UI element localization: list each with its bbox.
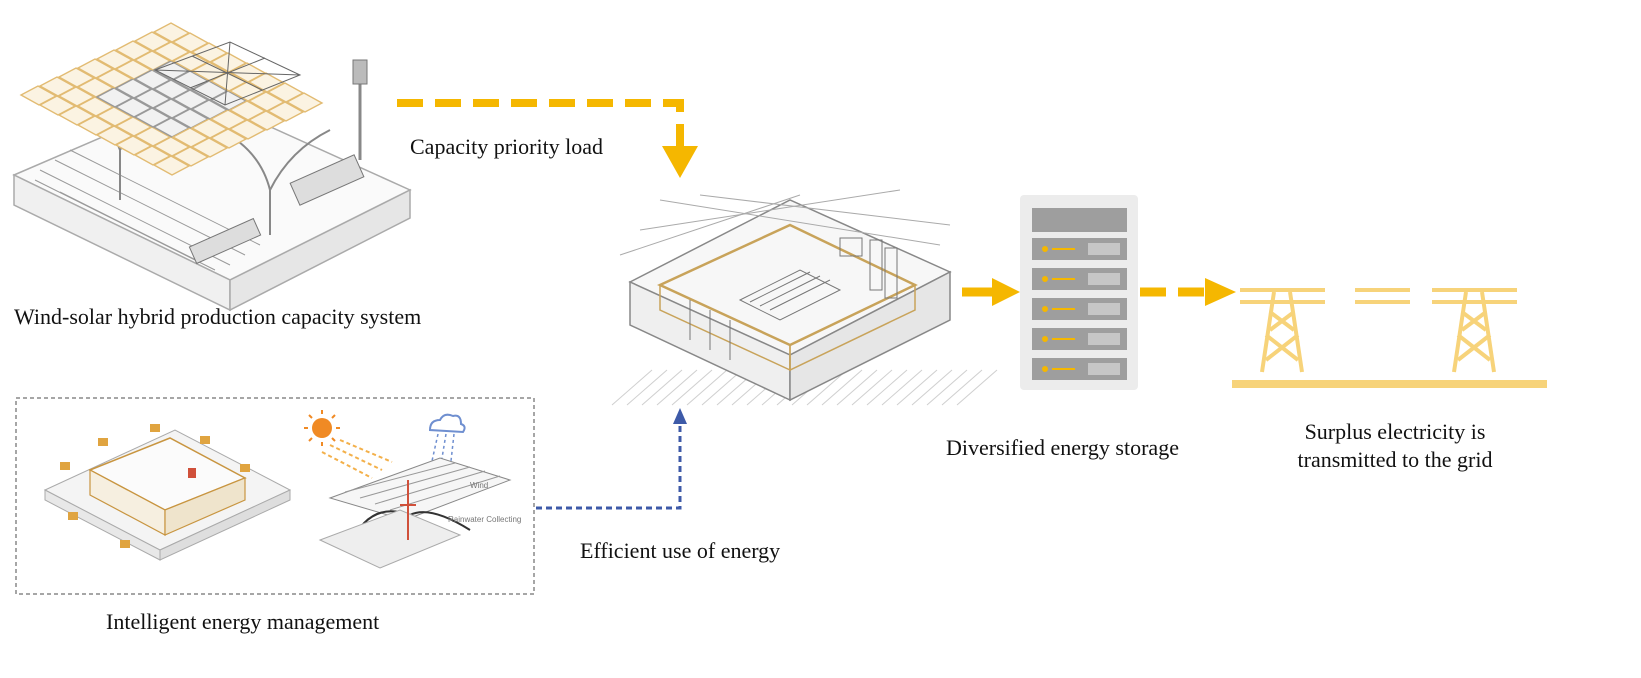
rainwater-annotation: Rainwater Collecting	[448, 515, 521, 524]
rack-status-light	[1042, 366, 1048, 372]
solar-panel	[152, 155, 191, 176]
solar-panel	[285, 92, 324, 113]
intelligent-management-label: Intelligent energy management	[106, 609, 380, 634]
wind-solar-label: Wind-solar hybrid production capacity sy…	[14, 304, 422, 329]
rack-status-light	[1042, 246, 1048, 252]
solar-panel	[247, 110, 286, 131]
solar-panel	[266, 101, 305, 122]
efficient-use-label: Efficient use of energy	[580, 538, 781, 563]
capacity-arrow	[397, 99, 698, 178]
solar-panel	[228, 119, 267, 140]
wind-annotation: Wind	[470, 481, 488, 490]
rack-status-light	[1042, 276, 1048, 282]
factory-to-storage-arrow	[962, 278, 1020, 306]
rack-status-light	[1042, 306, 1048, 312]
storage-label: Diversified energy storage	[946, 435, 1179, 460]
rainwater-canopy: Wind Rainwater Collecting	[318, 457, 521, 569]
solar-panel	[190, 137, 229, 158]
intelligent-management-box	[15, 397, 535, 595]
surplus-label-line1: Surplus electricity is	[1304, 419, 1486, 444]
solar-panel	[171, 146, 210, 167]
wind-solar-structure	[12, 22, 412, 312]
surplus-label: Surplus electricity is transmitted to th…	[1260, 418, 1530, 473]
capacity-priority-label: Capacity priority load	[410, 134, 604, 159]
solar-panel	[209, 128, 248, 149]
smart-building	[43, 424, 292, 561]
power-pylon-icon	[1232, 288, 1547, 388]
server-rack-icon	[1020, 195, 1138, 390]
factory-building	[610, 182, 998, 408]
surplus-label-line2: transmitted to the grid	[1297, 446, 1493, 472]
efficient-use-arrow	[536, 408, 687, 510]
storage-to-grid-arrow	[1140, 278, 1236, 306]
rack-status-light	[1042, 336, 1048, 342]
sun-icon	[304, 410, 393, 479]
solar-roof-panels	[19, 22, 324, 176]
